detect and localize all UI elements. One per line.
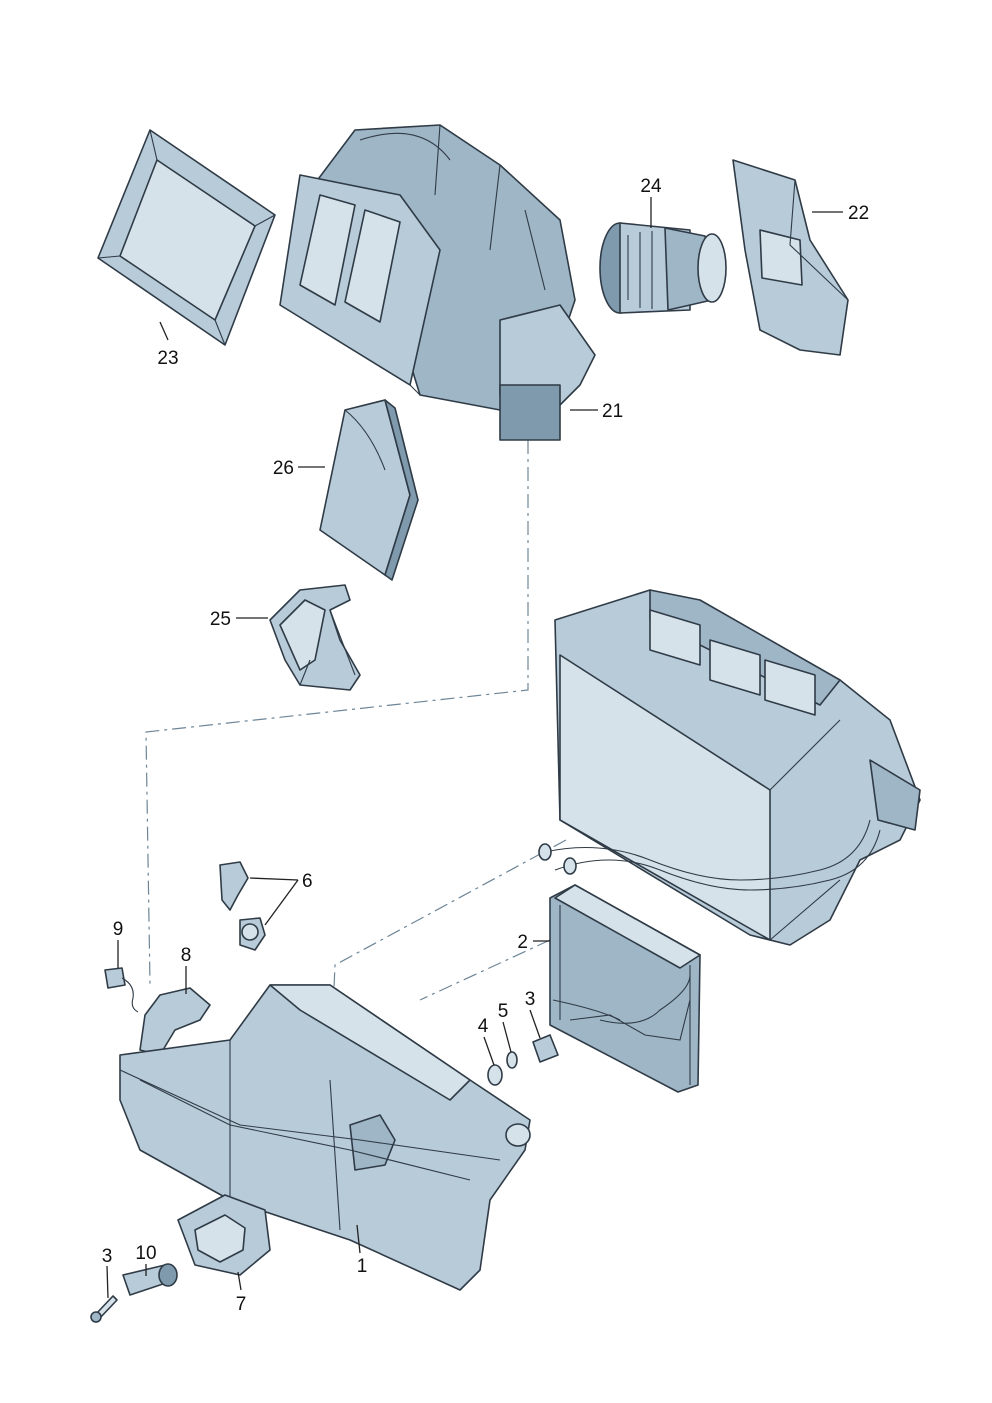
part-2-evaporator: [549, 884, 701, 1093]
leader-3b: [106, 1265, 109, 1299]
callout-8: 8: [181, 945, 192, 966]
part-25-filter-holder: [269, 584, 361, 691]
heater-unit-assembly: [538, 589, 921, 946]
leader-5: [502, 1021, 512, 1053]
callout-2: 2: [517, 932, 528, 953]
part-3-screw: [90, 1295, 118, 1323]
assembly-phantom-lines: [145, 440, 567, 1081]
part-22-cover-plate: [732, 159, 849, 356]
part-24-blower-motor: [599, 222, 727, 314]
part-21-blower-housing: [279, 124, 596, 441]
callout-9: 9: [113, 919, 124, 940]
part-9-sensor-cable: [104, 967, 139, 1013]
callout-5: 5: [498, 1001, 509, 1022]
callout-7: 6: [302, 871, 313, 892]
callout-25: 25: [210, 609, 231, 630]
callout-10: 7: [236, 1294, 247, 1315]
part-4-o-ring: [487, 1064, 503, 1086]
leader-lines: [106, 197, 843, 1299]
callout-3-upper: 3: [525, 989, 536, 1010]
leader-4: [483, 1036, 495, 1066]
callout-6: 10: [135, 1243, 156, 1264]
part-6-expansion-valve: [122, 1263, 178, 1296]
leader-3a: [529, 1009, 541, 1039]
part-26-filter-element: [319, 399, 419, 581]
callout-22: 22: [848, 203, 869, 224]
callout-labels: 23 24 22 21 26 25 6 9 8 2 4 5 3 1 10 3 7: [102, 176, 869, 1315]
leader-10: [237, 1271, 242, 1291]
leader-23: [159, 321, 169, 341]
leader-7b: [264, 879, 299, 926]
part-1-lower-housing: [119, 984, 531, 1291]
part-23-filter-frame: [97, 129, 276, 346]
callout-21: 21: [602, 401, 623, 422]
part-3-clip: [532, 1034, 559, 1063]
callout-3-lower: 3: [102, 1246, 113, 1267]
callout-1: 1: [357, 1256, 368, 1277]
callout-23: 23: [157, 348, 178, 369]
callout-24: 24: [640, 176, 662, 197]
part-5-o-ring: [506, 1051, 518, 1069]
part-10-grommet: [177, 1194, 271, 1276]
callout-4: 4: [478, 1016, 489, 1037]
leader-7a: [249, 877, 299, 881]
callout-26: 26: [273, 458, 294, 479]
part-7-sensors: [219, 861, 266, 951]
leader-1: [356, 1224, 361, 1254]
